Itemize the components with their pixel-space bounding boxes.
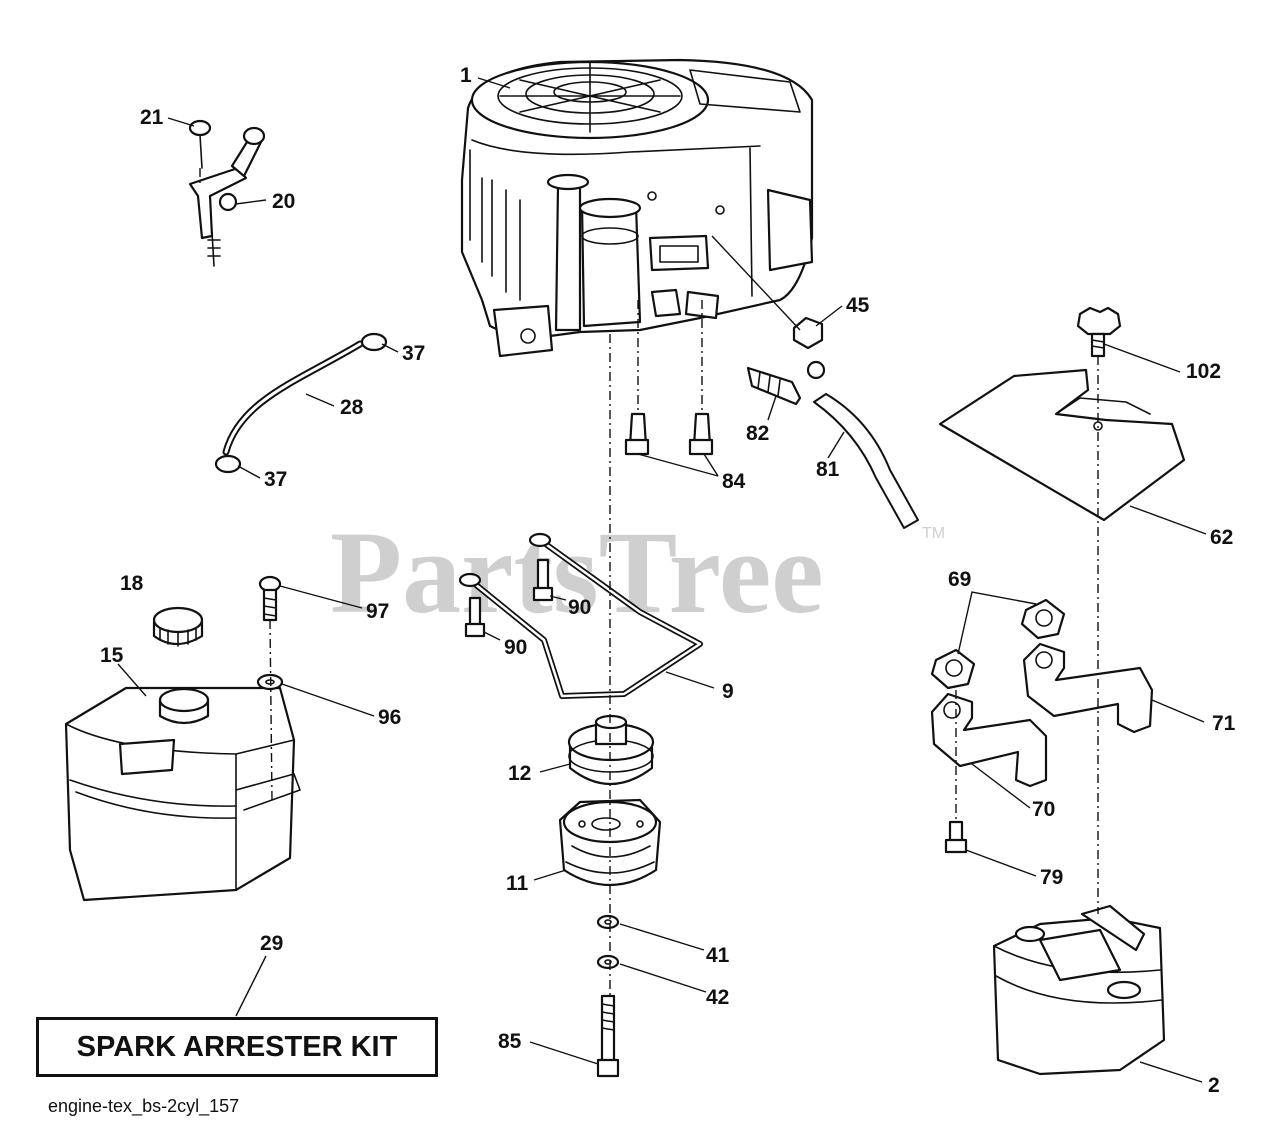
- hose-81-part[interactable]: [813, 393, 919, 529]
- gasket-69-part[interactable]: [930, 598, 1066, 690]
- callout-37: 37: [264, 468, 287, 491]
- callout-41: 41: [706, 944, 730, 967]
- fuel-tank-part[interactable]: [64, 686, 301, 902]
- callout-81: 81: [816, 458, 840, 481]
- fitting-82-part[interactable]: [746, 360, 826, 406]
- bolt-21-part[interactable]: [188, 119, 212, 169]
- callout-90: 90: [568, 596, 591, 619]
- callout-28: 28: [340, 396, 364, 419]
- diagram-id-caption: engine-tex_bs-2cyl_157: [48, 1096, 240, 1116]
- callout-2: 2: [1208, 1074, 1220, 1097]
- exhaust-pipe-71-part[interactable]: [1022, 642, 1154, 734]
- callout-85: 85: [498, 1030, 522, 1053]
- callout-29: 29: [260, 932, 283, 955]
- callout-37: 37: [402, 342, 425, 365]
- belt-guide-part[interactable]: [458, 532, 703, 699]
- callout-9: 9: [722, 680, 734, 703]
- callout-45: 45: [846, 294, 870, 317]
- callout-90: 90: [504, 636, 527, 659]
- callout-18: 18: [120, 572, 144, 595]
- callout-70: 70: [1032, 798, 1055, 821]
- callout-79: 79: [1040, 866, 1063, 889]
- bolt-79-part[interactable]: [944, 820, 968, 854]
- knob-102-part[interactable]: [1076, 306, 1122, 358]
- pulley-part[interactable]: [567, 714, 655, 786]
- callout-1: 1: [460, 64, 472, 87]
- fuel-line-part[interactable]: [222, 340, 364, 456]
- callout-62: 62: [1210, 526, 1233, 549]
- bolt-85-part[interactable]: [596, 994, 620, 1078]
- callout-102: 102: [1186, 360, 1221, 383]
- throttle-control-part[interactable]: [188, 126, 266, 267]
- callout-96: 96: [378, 706, 401, 729]
- muffler-part[interactable]: [992, 904, 1166, 1076]
- callout-82: 82: [746, 422, 769, 445]
- watermark-text: PartsTree: [330, 507, 824, 638]
- washer-42-part[interactable]: [596, 954, 620, 970]
- callout-15: 15: [100, 644, 124, 667]
- callout-71: 71: [1212, 712, 1236, 735]
- engine-part[interactable]: [460, 58, 814, 358]
- hose-clamp-part[interactable]: [214, 332, 388, 474]
- bolt-84-part[interactable]: [624, 412, 714, 456]
- heat-shield-part[interactable]: [938, 368, 1186, 522]
- callout-69: 69: [948, 568, 971, 591]
- bolt-90-part[interactable]: [464, 558, 554, 638]
- watermark-trademark: TM: [922, 525, 945, 542]
- callout-20: 20: [272, 190, 295, 213]
- spark-arrester-kit-label[interactable]: SPARK ARRESTER KIT: [36, 1017, 438, 1077]
- callout-97: 97: [366, 600, 389, 623]
- bolt-97-part[interactable]: [258, 575, 282, 622]
- fuel-cap-part[interactable]: [152, 606, 204, 647]
- callout-84: 84: [722, 470, 746, 493]
- callout-11: 11: [506, 872, 529, 895]
- exhaust-pipe-70-part[interactable]: [930, 692, 1048, 788]
- leader-lines: [117, 77, 1207, 1083]
- callout-42: 42: [706, 986, 729, 1009]
- callout-12: 12: [508, 762, 531, 785]
- assembly-line: [269, 619, 273, 801]
- callout-21: 21: [140, 106, 164, 129]
- nut-45-part[interactable]: [792, 316, 824, 350]
- washer-41-part[interactable]: [596, 914, 620, 930]
